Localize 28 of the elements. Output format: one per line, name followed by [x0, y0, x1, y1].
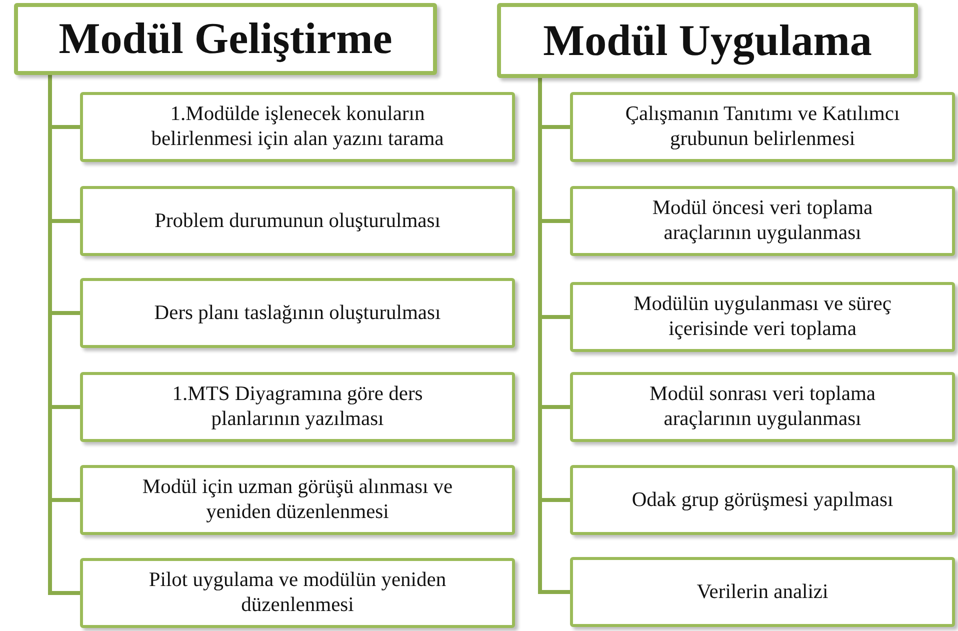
step-box [80, 372, 515, 442]
step-text: Verilerin analizi [696, 580, 830, 604]
step-text: Modül için uzman görüşü alınması ve yeniden düzenlenmesi [141, 475, 454, 525]
step-text: Problem durumunun oluşturulması [154, 208, 442, 234]
step-box [80, 278, 515, 348]
step-text: Ders planı taslağının oluşturulması [153, 300, 442, 326]
step-box [80, 186, 515, 256]
header-title: Modül Geliştirme [58, 17, 392, 61]
header-box [14, 3, 437, 75]
step-text: 1.MTS Diyagramına göre ders planlarının yazılması [171, 382, 424, 432]
step-text: Modül öncesi veri toplama araçlarının uygulanması [651, 196, 874, 246]
header-box [497, 3, 918, 78]
step-box [570, 465, 955, 535]
step-box [80, 558, 515, 628]
step-text: Çalışmanın Tanıtımı ve Katılımcı grubunun belirlenmesi [624, 102, 901, 152]
step-text: Modül sonrası veri toplama araçlarının uygulanması [648, 382, 877, 432]
step-box [80, 465, 515, 535]
step-box [570, 282, 955, 352]
step-box [80, 92, 515, 162]
step-box [570, 186, 955, 256]
step-text: Modülün uygulanması ve süreç içerisinde veri toplama [632, 292, 892, 342]
header-title: Modül Uygulama [543, 18, 872, 62]
step-text: Pilot uygulama ve modülün yeniden düzenlenmesi [148, 568, 448, 618]
step-box [570, 372, 955, 442]
step-text: Odak grup görüşmesi yapılması [630, 488, 894, 512]
step-box [570, 92, 955, 162]
step-box [570, 557, 955, 627]
step-text: 1.Modülde işlenecek konuların belirlenmesi için alan yazını tarama [150, 102, 445, 152]
